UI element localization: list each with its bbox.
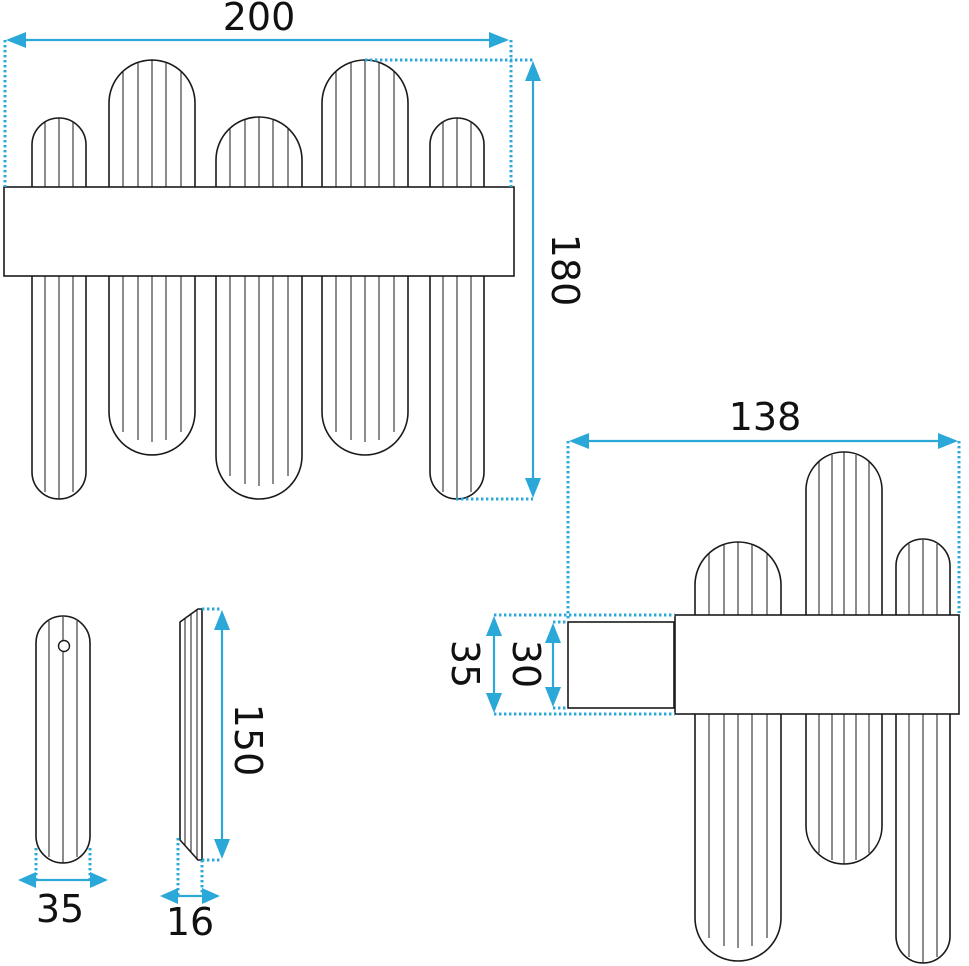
crystal-mount-hole <box>57 639 71 653</box>
side-view <box>567 451 960 964</box>
side-mounting-bar <box>674 614 960 715</box>
front-mounting-bar <box>3 186 515 277</box>
side-depth-dimension: 138 <box>566 395 961 620</box>
bracket-height-dimensions: 35 30 <box>443 613 675 716</box>
front-height-dimension: 180 <box>365 58 587 501</box>
crystal-height-label: 150 <box>226 704 270 777</box>
bracket-inner-height-label: 30 <box>504 640 548 688</box>
front-width-label: 200 <box>223 0 296 39</box>
front-crystals <box>31 59 485 500</box>
bracket-outer-height-label: 35 <box>443 640 487 688</box>
crystal-front-view <box>35 615 91 864</box>
crystal-width-dimension: 35 <box>18 848 108 931</box>
crystal-height-dimension: 150 <box>202 607 270 862</box>
side-depth-label: 138 <box>729 395 802 439</box>
front-height-label: 180 <box>543 234 587 307</box>
crystal-width-label: 35 <box>36 887 84 931</box>
crystal-thickness-label: 16 <box>166 900 214 944</box>
side-wall-bracket <box>567 621 675 709</box>
front-view <box>3 59 515 500</box>
crystal-thickness-dimension: 16 <box>160 838 220 944</box>
front-width-dimension: 200 <box>3 0 513 187</box>
crystal-side-view <box>179 608 203 861</box>
